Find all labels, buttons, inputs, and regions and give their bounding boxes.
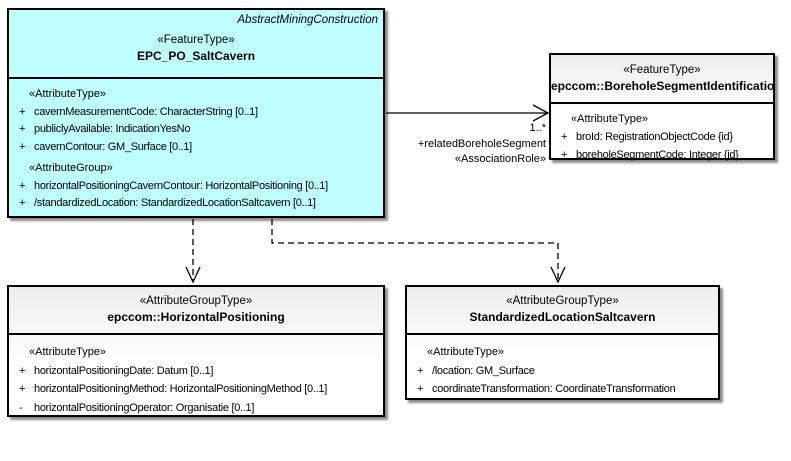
attribute-row: + publiclyAvailable: IndicationYesNo bbox=[13, 121, 381, 139]
attribute-row: + cavernContour: GM_Surface [0..1] bbox=[13, 139, 381, 157]
visibility-marker: - bbox=[19, 401, 23, 414]
attribute-text: broId: RegistrationObjectCode {id} bbox=[576, 131, 733, 143]
attribute-text: cavernMeasurementCode: CharacterString [… bbox=[34, 105, 258, 118]
class-stereotype: «AttributeGroupType» bbox=[506, 295, 619, 307]
attribute-text: horizontalPositioningMethod: HorizontalP… bbox=[34, 383, 327, 395]
class-header: AbstractMiningConstruction «FeatureType»… bbox=[9, 10, 383, 79]
attribute-row: + broId: RegistrationObjectCode {id} bbox=[555, 128, 771, 146]
attribute-text: publiclyAvailable: IndicationYesNo bbox=[34, 123, 191, 135]
association-stereotype-label: «AssociationRole» bbox=[454, 153, 546, 165]
class-box-horizontal-positioning[interactable]: «AttributeGroupType» epccom::HorizontalP… bbox=[7, 285, 385, 417]
attribute-row: + /location: GM_Surface bbox=[411, 362, 716, 381]
class-stereotype: «FeatureType» bbox=[623, 64, 701, 76]
dependency-line-standardized-location[interactable] bbox=[271, 219, 559, 280]
association-open-arrowhead bbox=[532, 104, 550, 122]
visibility-marker: + bbox=[19, 197, 26, 209]
attribute-text: coordinateTransformation: CoordinateTran… bbox=[432, 383, 676, 395]
class-box-standardized-location-saltcavern[interactable]: «AttributeGroupType» StandardizedLocatio… bbox=[405, 285, 720, 400]
class-name: StandardizedLocationSaltcavern bbox=[469, 310, 656, 324]
class-name: epccom::BoreholeSegmentIdentification bbox=[551, 79, 773, 93]
attribute-row: + /standardizedLocation: StandardizedLoc… bbox=[13, 195, 381, 213]
visibility-marker: + bbox=[417, 383, 424, 395]
visibility-marker: + bbox=[561, 131, 568, 143]
dependency-arrowhead-horizontal-positioning bbox=[185, 266, 201, 284]
attribute-section-heading: «AttributeType» bbox=[571, 113, 649, 125]
attribute-section-heading: «AttributeType» bbox=[29, 88, 107, 100]
visibility-marker: + bbox=[19, 140, 26, 153]
visibility-marker: + bbox=[19, 105, 26, 118]
dependency-arrowhead-standardized-location bbox=[550, 266, 566, 284]
visibility-marker: + bbox=[19, 364, 26, 377]
class-box-borehole-segment-identification[interactable]: «FeatureType» epccom::BoreholeSegmentIde… bbox=[549, 53, 775, 161]
package-label: AbstractMiningConstruction bbox=[237, 14, 378, 26]
attribute-row: + horizontalPositioningDate: Datum [0..1… bbox=[13, 362, 381, 381]
role-name-label: +relatedBoreholeSegment bbox=[417, 137, 546, 150]
visibility-marker: + bbox=[561, 149, 568, 161]
visibility-marker: + bbox=[417, 364, 424, 377]
class-stereotype: «FeatureType» bbox=[157, 34, 235, 46]
attribute-text: boreholeSegmentCode: Integer {id} bbox=[576, 149, 739, 161]
attribute-row: + cavernMeasurementCode: CharacterString… bbox=[13, 104, 381, 122]
attribute-text: /standardizedLocation: StandardizedLocat… bbox=[34, 197, 316, 209]
attribute-row: + boreholeSegmentCode: Integer {id} bbox=[555, 146, 771, 164]
class-name: epccom::HorizontalPositioning bbox=[107, 310, 285, 324]
multiplicity-label: 1..* bbox=[529, 122, 546, 134]
attribute-text: horizontalPositioningDate: Datum [0..1] bbox=[34, 364, 214, 377]
attribute-text: /location: GM_Surface bbox=[432, 364, 535, 377]
attribute-text: cavernContour: GM_Surface [0..1] bbox=[34, 140, 192, 153]
attribute-row: - horizontalPositioningOperator: Organis… bbox=[13, 399, 381, 418]
visibility-marker: + bbox=[19, 123, 26, 135]
attribute-text: horizontalPositioningOperator: Organisat… bbox=[34, 401, 255, 414]
class-header: «AttributeGroupType» StandardizedLocatio… bbox=[407, 287, 718, 335]
association-labels: 1..* +relatedBoreholeSegment «Associatio… bbox=[300, 121, 546, 168]
class-name: EPC_PO_SaltCavern bbox=[136, 49, 256, 63]
attribute-compartment: «AttributeType» + broId: RegistrationObj… bbox=[551, 104, 773, 164]
visibility-marker: + bbox=[19, 383, 26, 395]
attribute-section-heading: «AttributeType» bbox=[29, 346, 107, 358]
attribute-section-heading: «AttributeType» bbox=[427, 346, 505, 358]
attribute-row: + horizontalPositioningMethod: Horizonta… bbox=[13, 380, 381, 399]
attribute-section-heading: «AttributeGroup» bbox=[29, 162, 113, 174]
attribute-compartment: «AttributeType» + /location: GM_Surface … bbox=[407, 335, 718, 399]
attribute-text: horizontalPositioningCavernContour: Hori… bbox=[34, 179, 328, 192]
attribute-row: + horizontalPositioningCavernContour: Ho… bbox=[13, 178, 381, 196]
class-stereotype: «AttributeGroupType» bbox=[139, 295, 253, 307]
visibility-marker: + bbox=[19, 179, 26, 192]
attribute-row: + coordinateTransformation: CoordinateTr… bbox=[411, 380, 716, 399]
class-box-epc-po-saltcavern[interactable]: AbstractMiningConstruction «FeatureType»… bbox=[7, 8, 385, 218]
class-header: «FeatureType» epccom::BoreholeSegmentIde… bbox=[551, 55, 773, 104]
attribute-compartment: «AttributeType» + cavernMeasurementCode:… bbox=[9, 79, 383, 213]
class-header: «AttributeGroupType» epccom::HorizontalP… bbox=[9, 287, 383, 335]
attribute-compartment: «AttributeType» + horizontalPositioningD… bbox=[9, 335, 383, 417]
